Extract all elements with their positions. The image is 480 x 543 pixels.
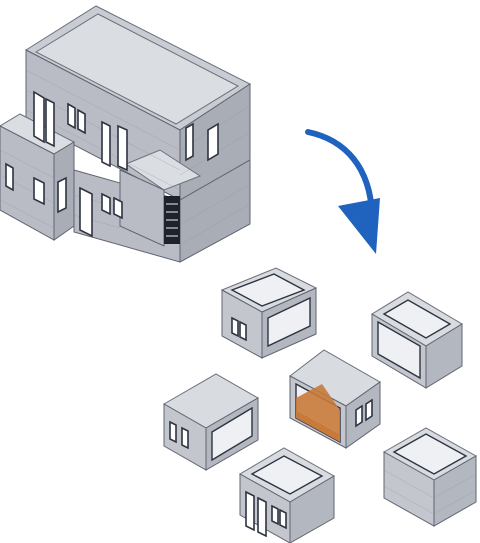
door-icon	[79, 186, 93, 238]
modular-units	[162, 267, 478, 543]
window-icon	[67, 102, 76, 130]
module-icon	[238, 447, 336, 543]
module-icon	[371, 291, 463, 389]
window-icon	[101, 120, 111, 168]
house-staircase	[164, 196, 180, 244]
house-upper-roof	[34, 13, 240, 125]
module-icon	[162, 373, 260, 471]
module-icon	[382, 427, 478, 527]
window-icon	[185, 122, 194, 162]
window-icon	[33, 176, 45, 206]
window-icon	[117, 124, 128, 172]
window-icon	[33, 90, 45, 144]
house-windows	[5, 90, 219, 238]
house-illustration	[0, 5, 251, 263]
window-icon	[5, 162, 14, 192]
house-terrace-roof	[124, 149, 202, 191]
module-icon	[289, 349, 381, 449]
window-icon	[77, 108, 86, 135]
window-icon	[57, 176, 67, 214]
window-icon	[113, 196, 123, 220]
transform-arrow-icon	[305, 129, 380, 254]
window-icon	[101, 192, 111, 216]
module-icon	[220, 267, 318, 359]
window-icon	[207, 122, 219, 162]
floor-icon	[296, 410, 340, 442]
window-icon	[45, 97, 55, 148]
